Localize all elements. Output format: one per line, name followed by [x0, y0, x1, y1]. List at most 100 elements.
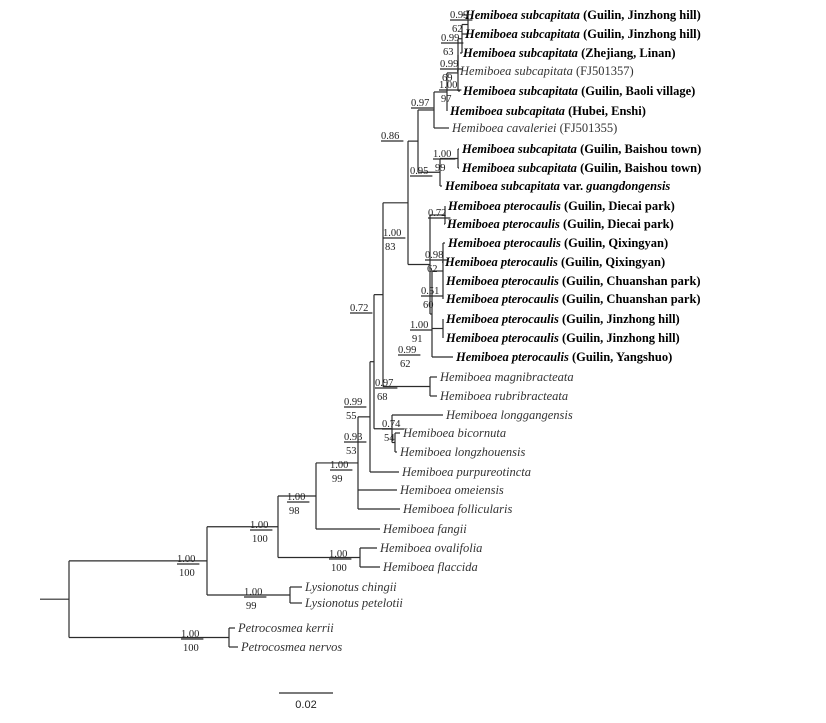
- bootstrap-value: 99: [332, 474, 343, 485]
- taxon-name: Hemiboea subcapitata: [464, 27, 580, 41]
- voucher-locality: (Hubei, Enshi): [565, 104, 646, 118]
- voucher-locality: (FJ501355): [556, 121, 617, 135]
- taxon-name: Hemiboea pterocaulis: [455, 350, 569, 364]
- voucher-locality: (FJ501357): [573, 64, 634, 78]
- taxon-name: Hemiboea magnibracteata: [439, 370, 574, 384]
- tip-label: Hemiboea pterocaulis (Guilin, Chuanshan …: [445, 292, 701, 306]
- posterior-probability: 0.98: [425, 250, 443, 261]
- voucher-locality: (Guilin, Diecai park): [560, 217, 674, 231]
- posterior-probability: 1.00: [433, 149, 451, 160]
- tip-label: Lysionotus chingii: [304, 580, 397, 594]
- tip-label: Hemiboea pterocaulis (Guilin, Diecai par…: [446, 217, 674, 231]
- voucher-locality: (Guilin, Jinzhong hill): [580, 27, 701, 41]
- taxon-name: Hemiboea pterocaulis: [445, 331, 559, 345]
- taxon-name: Hemiboea subcapitata: [462, 84, 578, 98]
- bootstrap-value: 55: [346, 411, 357, 422]
- tip-label: Hemiboea pterocaulis (Guilin, Qixingyan): [447, 236, 668, 250]
- voucher-locality: (Guilin, Baoli village): [578, 84, 695, 98]
- tip-label: Hemiboea subcapitata (Zhejiang, Linan): [462, 46, 676, 60]
- taxon-name: Hemiboea rubribracteata: [439, 389, 568, 403]
- bootstrap-value: 83: [385, 242, 396, 253]
- posterior-probability: 1.00: [410, 320, 428, 331]
- bootstrap-value: 62: [400, 359, 411, 370]
- bootstrap-value: 98: [289, 506, 300, 517]
- tip-label: Hemiboea cavaleriei (FJ501355): [451, 121, 617, 135]
- taxon-name: Petrocosmea kerrii: [237, 621, 334, 635]
- posterior-probability: 1.00: [181, 629, 199, 640]
- tip-label: Hemiboea flaccida: [382, 560, 478, 574]
- bootstrap-value: 54: [384, 433, 395, 444]
- posterior-probability: 1.00: [244, 587, 262, 598]
- tip-label: Hemiboea subcapitata (Guilin, Jinzhong h…: [464, 27, 701, 41]
- tip-label: Hemiboea longgangensis: [445, 408, 573, 422]
- tip-label: Hemiboea subcapitata (Guilin, Baishou to…: [461, 161, 701, 175]
- bootstrap-value: 99: [246, 601, 257, 612]
- tip-label: Hemiboea subcapitata (Guilin, Jinzhong h…: [464, 8, 701, 22]
- tip-label: Hemiboea follicularis: [402, 502, 512, 516]
- bootstrap-value: 62: [452, 24, 463, 35]
- posterior-probability: 0.95: [410, 166, 428, 177]
- scale-bar: 0.02: [279, 692, 333, 711]
- tree-branches: [40, 14, 469, 648]
- bootstrap-value: 100: [331, 563, 347, 574]
- voucher-locality: (Guilin, Qixingyan): [561, 236, 668, 250]
- bootstrap-value: 97: [441, 94, 452, 105]
- taxon-name: Hemiboea subcapitata: [444, 179, 560, 193]
- taxon-name: Lysionotus chingii: [304, 580, 397, 594]
- posterior-probability: 0.99: [441, 33, 459, 44]
- taxon-name: Hemiboea pterocaulis: [447, 199, 561, 213]
- variety-marker: var.: [560, 179, 586, 193]
- tip-label: Hemiboea subcapitata (Hubei, Enshi): [449, 104, 646, 118]
- bootstrap-value: 69: [442, 73, 453, 84]
- posterior-probability: 0.97: [375, 378, 393, 389]
- taxon-name: Hemiboea subcapitata: [461, 142, 577, 156]
- scale-bar-label: 0.02: [295, 699, 316, 711]
- tip-label: Hemiboea subcapitata var. guangdongensis: [444, 179, 670, 193]
- tip-label: Hemiboea pterocaulis (Guilin, Yangshuo): [455, 350, 672, 364]
- bootstrap-value: 91: [412, 334, 423, 345]
- tip-label: Hemiboea pterocaulis (Guilin, Jinzhong h…: [445, 312, 680, 326]
- taxon-name: Hemiboea flaccida: [382, 560, 478, 574]
- bootstrap-value: 53: [346, 446, 357, 457]
- taxon-name: Hemiboea fangii: [382, 522, 467, 536]
- bootstrap-value: 63: [443, 47, 454, 58]
- taxon-name: Hemiboea omeiensis: [399, 483, 504, 497]
- posterior-probability: 1.00: [383, 228, 401, 239]
- tip-label: Hemiboea pterocaulis (Guilin, Qixingyan): [444, 255, 665, 269]
- tip-label: Petrocosmea kerrii: [237, 621, 334, 635]
- tip-label: Hemiboea bicornuta: [402, 426, 506, 440]
- taxon-name: Hemiboea subcapitata: [462, 46, 578, 60]
- taxon-name: Hemiboea longzhouensis: [399, 445, 525, 459]
- taxon-name: Hemiboea pterocaulis: [445, 312, 559, 326]
- tip-label: Hemiboea longzhouensis: [399, 445, 525, 459]
- tip-label: Hemiboea omeiensis: [399, 483, 504, 497]
- taxon-name: Hemiboea longgangensis: [445, 408, 573, 422]
- taxon-name: Hemiboea subcapitata: [464, 8, 580, 22]
- posterior-probability: 1.00: [287, 492, 305, 503]
- voucher-locality: (Guilin, Diecai park): [561, 199, 675, 213]
- posterior-probability: 1.00: [329, 549, 347, 560]
- support-values: 0.99620.99630.99691.00970.970.861.00990.…: [177, 10, 473, 654]
- posterior-probability: 1.00: [177, 554, 195, 565]
- voucher-locality: (Guilin, Chuanshan park): [559, 274, 701, 288]
- posterior-probability: 1.00: [439, 80, 457, 91]
- bootstrap-value: 99: [435, 163, 446, 174]
- voucher-locality: (Guilin, Qixingyan): [558, 255, 665, 269]
- bootstrap-value: 100: [179, 568, 195, 579]
- taxon-name: Hemiboea subcapitata: [449, 104, 565, 118]
- variety-name: guangdongensis: [585, 179, 670, 193]
- voucher-locality: (Guilin, Yangshuo): [569, 350, 672, 364]
- taxon-name: Hemiboea ovalifolia: [379, 541, 482, 555]
- posterior-probability: 0.99: [450, 10, 468, 21]
- tip-label: Hemiboea ovalifolia: [379, 541, 482, 555]
- posterior-probability: 1.00: [330, 460, 348, 471]
- posterior-probability: 0.97: [411, 98, 429, 109]
- tip-label: Hemiboea pterocaulis (Guilin, Diecai par…: [447, 199, 675, 213]
- voucher-locality: (Guilin, Jinzhong hill): [559, 312, 680, 326]
- voucher-locality: (Guilin, Jinzhong hill): [580, 8, 701, 22]
- bootstrap-value: 100: [252, 534, 268, 545]
- posterior-probability: 0.74: [382, 419, 401, 430]
- taxon-name: Hemiboea pterocaulis: [446, 217, 560, 231]
- posterior-probability: 0.72: [428, 208, 446, 219]
